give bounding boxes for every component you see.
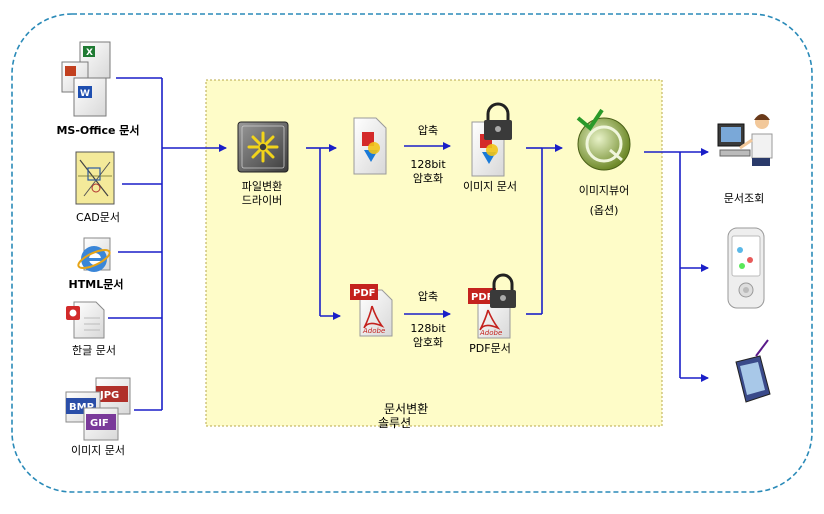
converter-label-1: 파일변환: [241, 180, 283, 193]
viewer-connectors: [526, 144, 563, 315]
adobe-label-2: Adobe: [479, 329, 502, 337]
image-doc-label: 이미지 문서: [70, 444, 126, 457]
ms-office-icon: X W: [61, 41, 111, 117]
viewer-label-1: 이미지뷰어: [578, 184, 630, 197]
ms-office-label: MS-Office 문서: [56, 124, 140, 137]
solution-label-1: 문서변환: [384, 402, 429, 416]
desktop-user-icon: [717, 114, 773, 166]
html-label: HTML문서: [68, 278, 124, 291]
cad-icon: [75, 151, 115, 205]
doc-view-label: 문서조회: [723, 192, 765, 205]
image-formats-icon: JPG BMP GIF: [65, 377, 131, 441]
svg-text:W: W: [80, 89, 90, 99]
source-connectors: [108, 77, 227, 411]
encrypted-image-doc-icon: [471, 102, 512, 177]
bottom-encrypt-label-2: 암호화: [412, 336, 444, 349]
file-converter-icon: [237, 121, 289, 173]
outer-boundary: [11, 13, 813, 493]
pdf-source-icon: PDF Adobe: [350, 284, 393, 337]
bmp-label: BMP: [69, 402, 94, 413]
cad-label: CAD문서: [76, 211, 120, 224]
bottom-encrypt-label-1: 128bit: [410, 322, 446, 335]
hangul-doc-icon: [66, 301, 105, 339]
encrypted-pdf-icon: PDF Adobe: [468, 273, 516, 339]
gif-label: GIF: [90, 418, 109, 429]
svg-text:X: X: [86, 48, 93, 58]
pdf-badge-1: PDF: [353, 288, 375, 299]
jpg-label: JPG: [99, 390, 119, 401]
converter-connectors: [306, 144, 341, 320]
image-doc-source-icon: [353, 117, 387, 175]
tablet-pda-icon: [735, 339, 771, 403]
top-output-label: 이미지 문서: [462, 180, 518, 193]
viewer-label-2: (옵션): [589, 204, 619, 217]
top-compress-label: 압축: [417, 124, 439, 137]
html-ie-icon: [77, 237, 111, 272]
converter-label-2: 드라이버: [241, 194, 283, 207]
adobe-label-1: Adobe: [362, 327, 385, 335]
output-connectors: [644, 148, 709, 382]
pdf-badge-2: PDF: [471, 292, 493, 303]
top-encrypt-label-1: 128bit: [410, 158, 446, 171]
bottom-output-label: PDF문서: [469, 342, 511, 355]
top-encrypt-label-2: 암호화: [412, 172, 444, 185]
mobile-phone-icon: [727, 227, 765, 309]
hangul-label: 한글 문서: [72, 344, 116, 357]
image-viewer-icon: [576, 108, 631, 171]
bottom-compress-label: 압축: [417, 290, 439, 303]
solution-label-2: 솔루션: [378, 416, 412, 430]
